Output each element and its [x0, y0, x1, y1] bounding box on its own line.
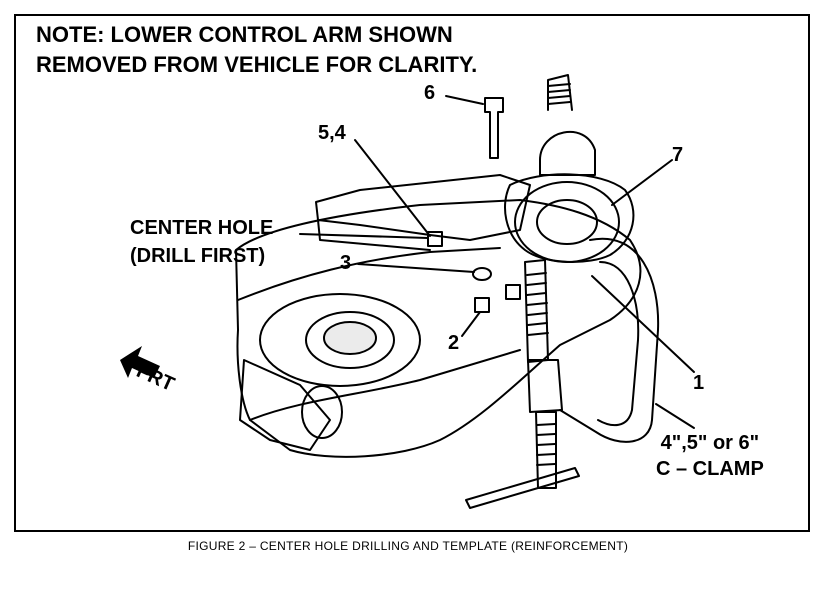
leader-5-4 — [354, 139, 431, 237]
leader-clamp — [655, 403, 695, 429]
fastener-bottom — [505, 284, 521, 300]
reinforcement-template — [315, 174, 531, 241]
ball-joint-stud-threads — [547, 83, 571, 105]
label-item-7: 7 — [672, 144, 684, 166]
c-clamp-label: 4",5" or 6" C – CLAMP — [656, 430, 764, 482]
ball-joint-housing — [504, 173, 635, 263]
control-arm-outline — [235, 199, 642, 458]
bushing-bore-outer — [259, 293, 421, 387]
bushing-bore-inner — [305, 311, 395, 369]
c-clamp-frame — [559, 237, 660, 443]
nut-2 — [474, 297, 490, 313]
figure-frame — [14, 14, 810, 532]
bushing-tube-end — [301, 385, 343, 439]
control-arm-lower-edge — [249, 349, 521, 421]
leader-1 — [591, 275, 695, 373]
label-item-5-4: 5,4 — [318, 122, 346, 144]
label-item-2: 2 — [448, 332, 460, 354]
t-handle — [465, 467, 580, 509]
note-line-2: REMOVED FROM VEHICLE FOR CLARITY. — [36, 52, 478, 77]
center-hole-line-2: (DRILL FIRST) — [130, 245, 266, 267]
leader-6 — [445, 95, 484, 105]
label-item-1: 1 — [693, 372, 705, 394]
note-text: NOTE: LOWER CONTROL ARM SHOWN REMOVED FR… — [36, 20, 477, 80]
ball-joint-stud — [547, 74, 573, 111]
control-arm-upper-edge — [237, 247, 501, 301]
reinforcement-template-flange — [317, 219, 431, 251]
label-item-6: 6 — [424, 82, 436, 104]
leader-2 — [461, 311, 481, 337]
bushing-tube — [239, 359, 331, 451]
spring-seat-outer — [514, 181, 620, 263]
washer-3 — [472, 267, 492, 281]
c-clamp-line-2: C – CLAMP — [656, 458, 764, 480]
clamp-screw-lower — [535, 411, 557, 489]
c-clamp-frame-inner — [597, 261, 640, 427]
label-item-3: 3 — [340, 252, 352, 274]
clamp-body — [527, 359, 563, 413]
fastener-5-4 — [427, 231, 443, 247]
c-clamp-line-1: 4",5" or 6" — [660, 432, 760, 454]
bolt-6 — [484, 97, 504, 159]
clamp-screw-lower-threads — [536, 423, 556, 466]
figure-caption: FIGURE 2 – CENTER HOLE DRILLING AND TEMP… — [187, 539, 629, 553]
bushing-bore-center — [323, 321, 377, 355]
spring-seat-inner — [536, 199, 598, 245]
note-line-1: NOTE: LOWER CONTROL ARM SHOWN — [36, 22, 453, 47]
ball-joint-body — [539, 131, 596, 176]
center-hole-label: CENTER HOLE (DRILL FIRST) — [130, 214, 273, 270]
leader-3 — [357, 263, 475, 273]
center-hole-line-1: CENTER HOLE — [130, 217, 274, 239]
leader-center-hole — [299, 233, 429, 239]
leader-7 — [611, 159, 673, 206]
front-arrow-icon — [120, 346, 160, 378]
clamp-screw-threads — [526, 272, 549, 336]
